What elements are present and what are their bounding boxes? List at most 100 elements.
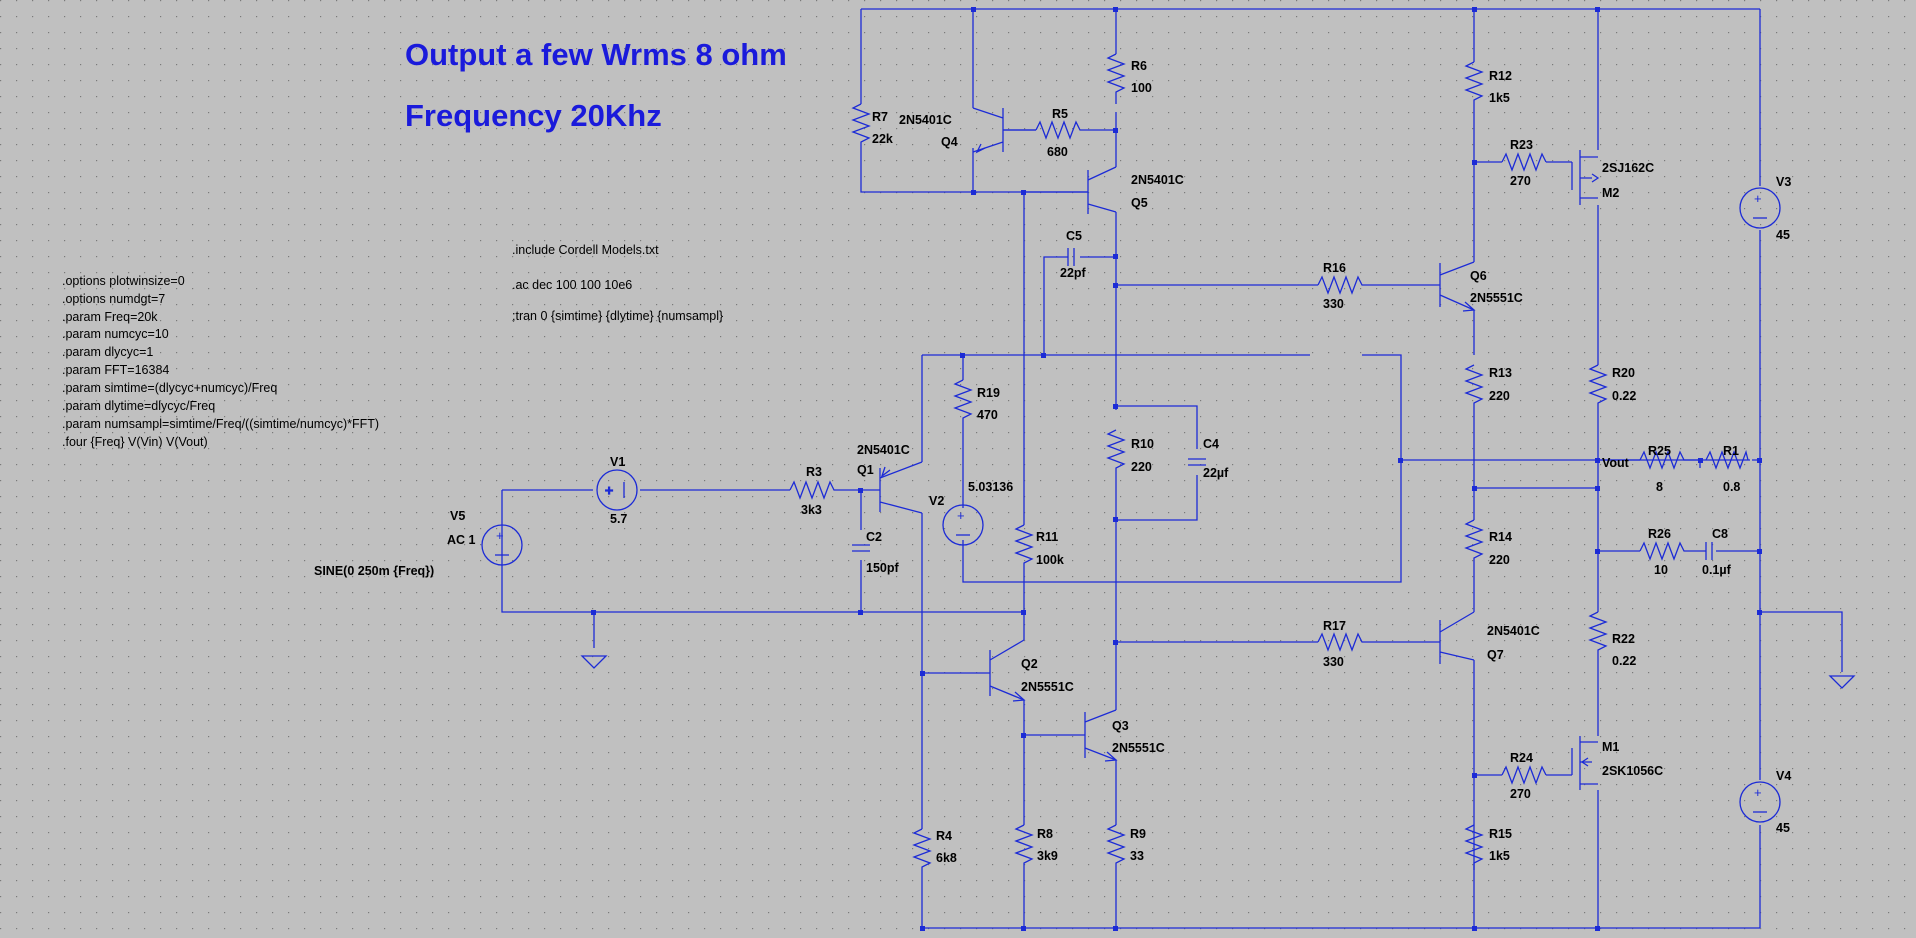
capacitor-C2[interactable]: C2 150pf — [852, 530, 899, 575]
directive-line: .param dlytime=dlycyc/Freq — [62, 399, 215, 413]
voltage-source-V3[interactable]: + V3 45 — [1739, 175, 1791, 242]
mosfet-M1[interactable]: M1 2SK1056C — [1571, 736, 1663, 790]
resistor-R10[interactable]: R10 220 — [1106, 429, 1154, 475]
svg-text:+: + — [1754, 785, 1762, 800]
resistor-R9[interactable]: R9 33 — [1106, 824, 1146, 870]
transistor-Q3[interactable]: Q3 2N5551C — [1060, 709, 1165, 762]
mosfet-M2[interactable]: 2SJ162C M2 — [1571, 150, 1654, 205]
svg-text:45: 45 — [1776, 228, 1790, 242]
resistor-R1[interactable]: R1 0.8 — [1705, 444, 1749, 494]
svg-text:1k5: 1k5 — [1489, 849, 1510, 863]
resistor-R26[interactable]: R26 10 — [1639, 527, 1686, 577]
svg-text:Q6: Q6 — [1470, 269, 1487, 283]
resistor-R6[interactable]: R6 100 — [1106, 53, 1152, 104]
svg-text:2N5401C: 2N5401C — [899, 113, 952, 127]
svg-text:+: + — [957, 508, 965, 523]
transistor-Q7[interactable]: 2N5401C Q7 — [1439, 611, 1540, 664]
svg-text:C2: C2 — [866, 530, 882, 544]
svg-text:R9: R9 — [1130, 827, 1146, 841]
svg-text:0.1µf: 0.1µf — [1702, 563, 1732, 577]
svg-text:22pf: 22pf — [1060, 266, 1087, 280]
resistor-R19[interactable]: R19 470 — [953, 379, 1000, 423]
svg-text:R5: R5 — [1052, 107, 1068, 121]
svg-text:8: 8 — [1656, 480, 1663, 494]
voltage-source-V5[interactable]: + V5 AC 1 SINE(0 250m {Freq}) — [314, 509, 523, 578]
svg-text:270: 270 — [1510, 174, 1531, 188]
ac-directive[interactable]: .ac dec 100 100 10e6 — [512, 278, 632, 292]
svg-text:Q2: Q2 — [1021, 657, 1038, 671]
svg-text:5.03136: 5.03136 — [968, 480, 1013, 494]
include-directive[interactable]: .include Cordell Models.txt — [512, 243, 659, 257]
capacitor-C8[interactable]: C8 0.1µf — [1702, 527, 1732, 577]
capacitor-C5[interactable]: C5 22pf — [1060, 229, 1087, 280]
transistor-Q2[interactable]: Q2 2N5551C — [970, 639, 1074, 702]
svg-text:330: 330 — [1323, 655, 1344, 669]
resistor-R11[interactable]: R11 100k — [1014, 524, 1064, 570]
svg-text:R23: R23 — [1510, 138, 1533, 152]
resistor-R7[interactable]: R7 22k — [851, 103, 893, 148]
svg-text:Q5: Q5 — [1131, 196, 1148, 210]
resistor-R13[interactable]: R13 220 — [1464, 364, 1512, 405]
svg-text:220: 220 — [1489, 553, 1510, 567]
directive-line: .param dlycyc=1 — [62, 345, 153, 359]
svg-text:C5: C5 — [1066, 229, 1082, 243]
transistor-Q1[interactable]: 2N5401C Q1 — [857, 443, 923, 514]
svg-text:10: 10 — [1654, 563, 1668, 577]
svg-text:Q4: Q4 — [941, 135, 958, 149]
resistor-R4[interactable]: R4 6k8 — [912, 828, 957, 873]
svg-text:3k3: 3k3 — [801, 503, 822, 517]
resistor-R25[interactable]: R25 8 — [1639, 444, 1686, 494]
resistor-R23[interactable]: R23 270 — [1501, 138, 1547, 188]
svg-text:AC 1: AC 1 — [447, 533, 476, 547]
resistor-R8[interactable]: R8 3k9 — [1014, 824, 1058, 870]
svg-text:5.7: 5.7 — [610, 512, 627, 526]
resistor-R16[interactable]: R16 330 — [1317, 261, 1366, 311]
resistor-R14[interactable]: R14 220 — [1464, 519, 1512, 567]
directive-line: .options plotwinsize=0 — [62, 274, 185, 288]
svg-text:R24: R24 — [1510, 751, 1533, 765]
capacitor-C4[interactable]: C4 22µf — [1188, 437, 1229, 480]
directive-line: .options numdgt=7 — [62, 292, 165, 306]
svg-text:45: 45 — [1776, 821, 1790, 835]
svg-text:R3: R3 — [806, 465, 822, 479]
directive-line: .param FFT=16384 — [62, 363, 169, 377]
svg-text:+: + — [1754, 191, 1762, 206]
net-label-vout[interactable]: Vout — [1602, 456, 1630, 470]
svg-text:6k8: 6k8 — [936, 851, 957, 865]
directive-line: .param numcyc=10 — [62, 327, 169, 341]
resistor-R20[interactable]: R20 0.22 — [1588, 364, 1636, 405]
voltage-source-V2[interactable]: + V2 5.03136 — [929, 480, 1013, 546]
voltage-source-V1[interactable]: + V1 5.7 — [596, 455, 638, 526]
svg-text:R4: R4 — [936, 829, 952, 843]
svg-text:330: 330 — [1323, 297, 1344, 311]
resistor-R17[interactable]: R17 330 — [1317, 619, 1366, 669]
svg-text:R10: R10 — [1131, 437, 1154, 451]
svg-text:100: 100 — [1131, 81, 1152, 95]
svg-text:R11: R11 — [1036, 530, 1058, 544]
directive-line: .param numsampl=simtime/Freq/((simtime/n… — [62, 417, 379, 431]
svg-text:R12: R12 — [1489, 69, 1512, 83]
ground-icon — [1828, 675, 1856, 689]
transistor-Q4[interactable]: 2N5401C Q4 — [899, 107, 1036, 154]
svg-text:V5: V5 — [450, 509, 465, 523]
svg-text:C4: C4 — [1203, 437, 1219, 451]
svg-text:R14: R14 — [1489, 530, 1512, 544]
directive-line: .param simtime=(dlycyc+numcyc)/Freq — [62, 381, 277, 395]
resistor-R3[interactable]: R3 3k3 — [789, 465, 837, 517]
resistor-R24[interactable]: R24 270 — [1501, 751, 1547, 801]
svg-text:+: + — [605, 482, 613, 498]
voltage-source-V4[interactable]: + V4 45 — [1739, 769, 1791, 835]
transistor-Q5[interactable]: 2N5401C Q5 — [1022, 166, 1184, 214]
svg-text:R19: R19 — [977, 386, 1000, 400]
svg-text:M1: M1 — [1602, 740, 1619, 754]
resistor-R22[interactable]: R22 0.22 — [1588, 611, 1636, 668]
resistor-R5[interactable]: R5 680 — [1035, 107, 1084, 159]
transistor-Q6[interactable]: Q6 2N5551C — [1439, 261, 1523, 312]
svg-text:0.8: 0.8 — [1723, 480, 1740, 494]
resistor-R15[interactable]: R15 1k5 — [1464, 824, 1512, 870]
svg-text:R25: R25 — [1648, 444, 1671, 458]
param-directives[interactable]: .options plotwinsize=0 .options numdgt=7… — [62, 274, 379, 449]
tran-directive[interactable]: ;tran 0 {simtime} {dlytime} {numsampl} — [512, 309, 723, 323]
resistor-R12[interactable]: R12 1k5 — [1464, 61, 1512, 108]
